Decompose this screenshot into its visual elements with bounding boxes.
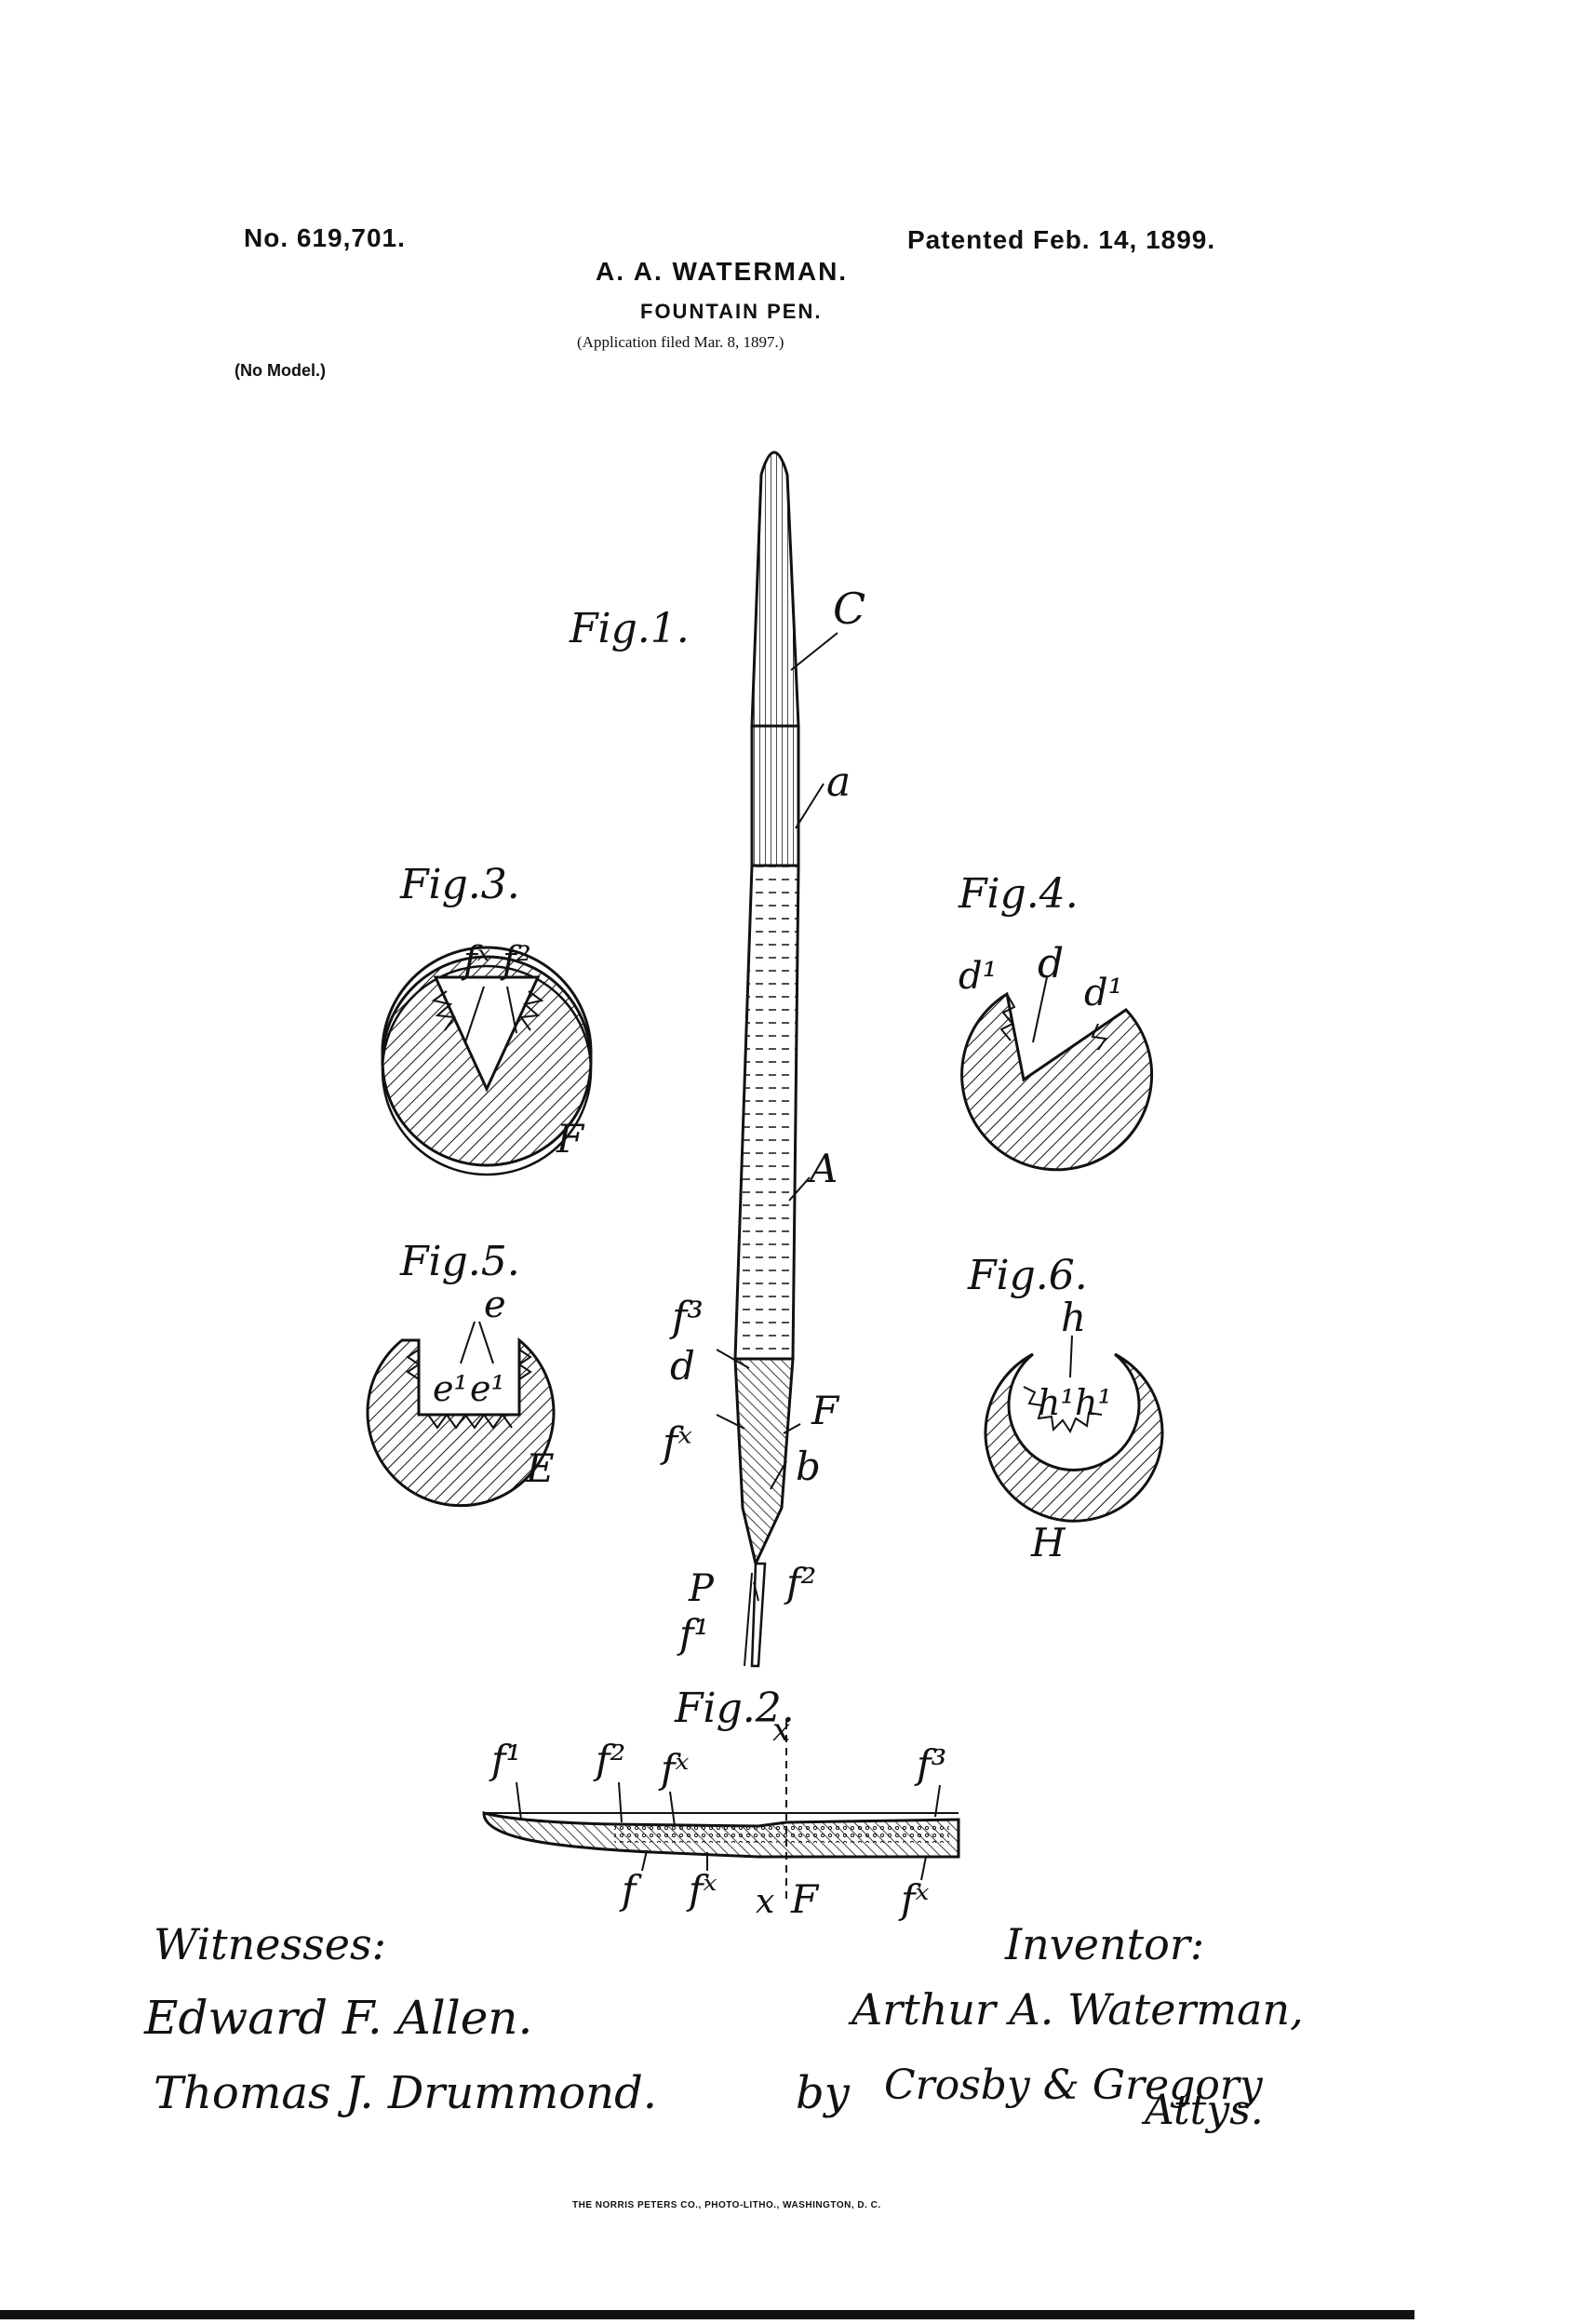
- label-e-fig5: e: [484, 1283, 506, 1326]
- label-d1-fig4-right: d¹: [1084, 972, 1123, 1014]
- label-b: b: [796, 1444, 821, 1489]
- label-f1-fig2: f¹: [489, 1737, 521, 1782]
- fig2-feed-drawing: Fig.2. f¹ f² fˣ x f³ f fˣ x F fˣ: [482, 1685, 960, 1922]
- label-f2-fig2: f²: [593, 1737, 625, 1782]
- inventor-name: A. A. WATERMAN.: [596, 257, 849, 286]
- bottom-border: [0, 2310, 1414, 2319]
- label-f2-fig1: f²: [784, 1560, 816, 1605]
- fig6-caption: Fig.6.: [967, 1252, 1088, 1299]
- pen-nib: [750, 1562, 767, 1668]
- fig4-caption: Fig.4.: [958, 870, 1079, 918]
- label-e1-fig5-right: e¹: [470, 1368, 505, 1409]
- by-label: by: [796, 2067, 851, 2119]
- fig2-caption: Fig.2.: [674, 1685, 795, 1732]
- label-d1-fig4-left: d¹: [959, 955, 998, 998]
- label-h1-fig6-right: h¹: [1075, 1382, 1112, 1423]
- label-H: H: [1030, 1520, 1066, 1565]
- label-h1-fig6-left: h¹: [1038, 1382, 1075, 1423]
- label-F-fig1: F: [811, 1388, 840, 1433]
- label-F-fig3: F: [556, 1116, 585, 1162]
- fig5-cross-section: Fig.5. e e¹ e¹ E: [366, 1238, 556, 1508]
- witness-2-signature: Thomas J. Drummond.: [154, 2067, 657, 2119]
- witnesses-label: Witnesses:: [154, 1919, 386, 1969]
- model-note: (No Model.): [235, 361, 326, 380]
- label-f3-fig2: f³: [914, 1741, 946, 1787]
- patent-date: Patented Feb. 14, 1899.: [907, 225, 1216, 254]
- inventor-label: Inventor:: [1004, 1919, 1204, 1969]
- pen-feed: [733, 1357, 795, 1568]
- attys-label: Attys.: [1141, 2087, 1264, 2134]
- fig1-labels: Fig.1. C a A f³ d F fˣ b P f² f¹: [569, 584, 865, 1657]
- label-E: E: [525, 1445, 555, 1491]
- label-h-fig6: h: [1061, 1295, 1086, 1340]
- label-x-fig2-bottom: x: [756, 1883, 774, 1921]
- fig5-caption: Fig.5.: [399, 1238, 520, 1285]
- patent-number: No. 619,701.: [244, 223, 406, 252]
- pen-nib-tip: [744, 1572, 753, 1667]
- label-a: a: [826, 759, 851, 806]
- fig1-caption: Fig.1.: [569, 605, 690, 652]
- label-F-fig2: F: [790, 1876, 820, 1922]
- application-note: (Application filed Mar. 8, 1897.): [577, 333, 784, 351]
- label-f3-fig1: f³: [669, 1294, 704, 1341]
- signature-block: Witnesses: Edward F. Allen. Thomas J. Dr…: [143, 1919, 1304, 2134]
- label-P: P: [688, 1567, 715, 1610]
- label-e1-fig5-left: e¹: [433, 1368, 468, 1409]
- label-f2-fig3: f²: [500, 939, 531, 982]
- label-A: A: [806, 1146, 838, 1191]
- fig3-caption: Fig.3.: [399, 861, 520, 908]
- attorneys-signature: Crosby & Gregory: [884, 2062, 1264, 2109]
- fig6-cross-section: Fig.6. h h¹ h¹ H: [967, 1252, 1164, 1565]
- label-d-fig4: d: [1038, 940, 1064, 987]
- fig4-cross-section: Fig.4. d¹ d d¹: [958, 870, 1154, 1172]
- pen-barrel: [733, 864, 800, 1361]
- label-fx-fig2-top: fˣ: [658, 1746, 690, 1792]
- pen-section: [750, 724, 800, 867]
- inventor-signature: Arthur A. Waterman,: [848, 1984, 1304, 2035]
- label-fx-fig3: fˣ: [461, 939, 490, 982]
- patent-title: FOUNTAIN PEN.: [640, 300, 823, 323]
- fig1-pen-drawing: [733, 450, 800, 1668]
- printer-credit: THE NORRIS PETERS CO., PHOTO-LITHO., WAS…: [572, 2200, 881, 2210]
- label-fx-fig2-bottom: fˣ: [686, 1867, 717, 1913]
- label-fx-fig2-right: fˣ: [898, 1876, 930, 1922]
- pen-cap: [750, 450, 800, 728]
- label-x-fig2-top: x: [772, 1712, 790, 1749]
- fig3-cross-section: Fig.3. fˣ f² F: [381, 861, 593, 1176]
- label-d-fig1: d: [670, 1343, 695, 1389]
- witness-1-signature: Edward F. Allen.: [143, 1991, 532, 2045]
- label-fx-fig1: fˣ: [660, 1419, 692, 1467]
- label-C: C: [833, 584, 865, 634]
- label-f1-fig1: f¹: [677, 1611, 709, 1657]
- label-f-fig2: f: [619, 1867, 642, 1913]
